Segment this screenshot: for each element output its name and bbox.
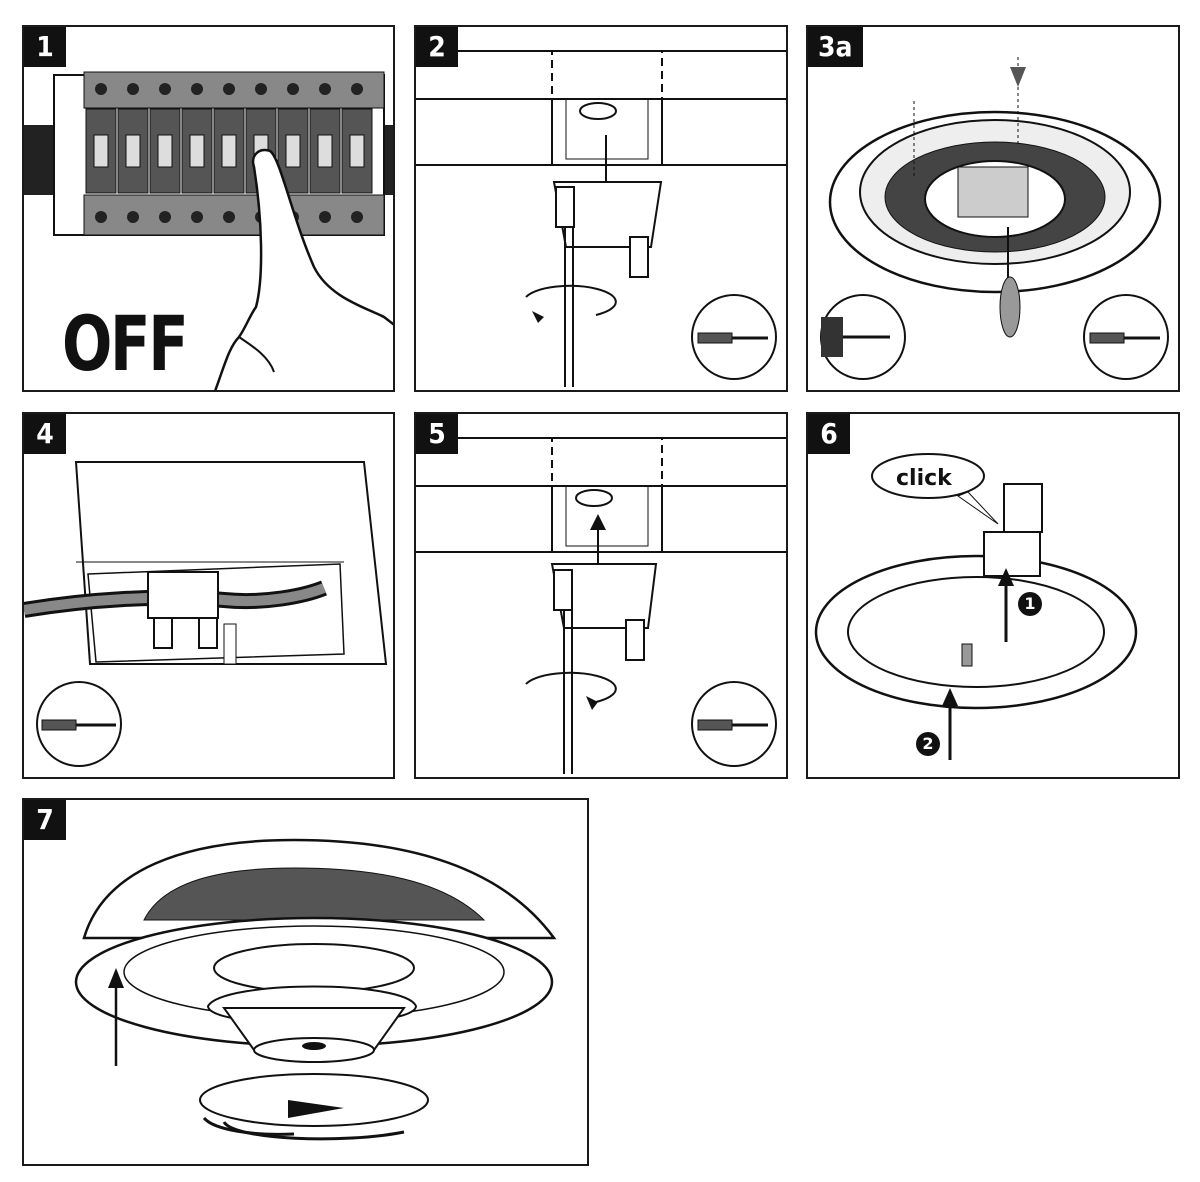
marker-1: 1 (1018, 592, 1042, 616)
panel-step-2: 2 (414, 25, 788, 392)
panel-step-4: 4 (22, 412, 395, 779)
junction-box-install-illustration (416, 437, 786, 774)
step-number-7: 7 (24, 800, 66, 840)
panel-step-5: 5 (414, 412, 788, 779)
step-number-6: 6 (808, 414, 850, 454)
tube-connection-illustration (814, 453, 1138, 760)
junction-box-removal-illustration (416, 50, 786, 387)
panel-step-6: 6 click 1 2 (806, 412, 1180, 779)
wiring-connection-illustration (24, 461, 388, 767)
off-caption: OFF (62, 299, 189, 388)
marker-2: 2 (916, 732, 940, 756)
breaker-panel-illustration (24, 71, 393, 390)
click-bubble-text: click (896, 466, 952, 491)
base-mounting-illustration (820, 57, 1169, 380)
step-number-2: 2 (416, 27, 458, 67)
diffuser-assembly-illustration (74, 838, 557, 1141)
step-number-5: 5 (416, 414, 458, 454)
step-number-4: 4 (24, 414, 66, 454)
step-number-3a: 3a (808, 27, 863, 67)
panel-step-1: 1 OFF (22, 25, 395, 392)
panel-step-3a: 3a (806, 25, 1180, 392)
step-number-1: 1 (24, 27, 66, 67)
panel-step-7: 7 (22, 798, 589, 1166)
screwdriver-icon (697, 332, 768, 344)
